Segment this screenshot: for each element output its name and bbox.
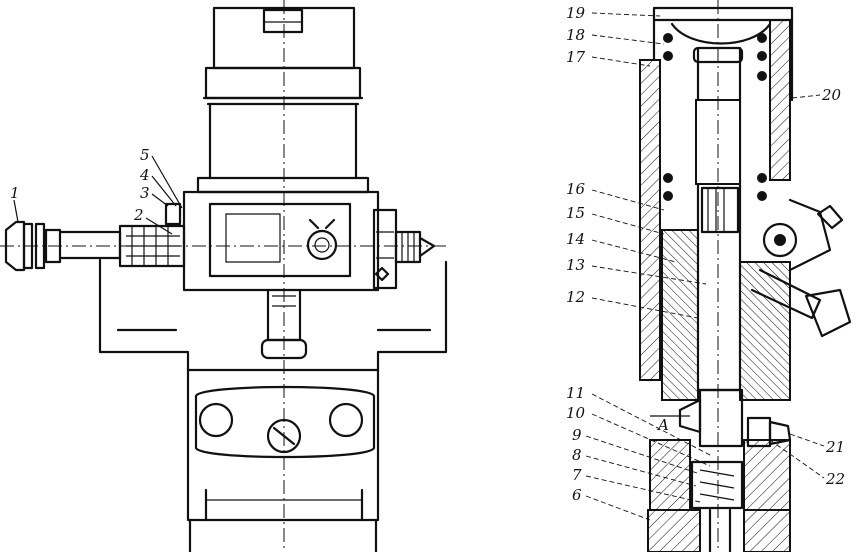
label-16: 16 [566, 180, 586, 198]
label-4: 4 [139, 166, 150, 184]
label-21: 21 [825, 438, 845, 456]
label-2: 2 [133, 206, 144, 224]
label-22: 22 [825, 470, 845, 488]
label-12: 12 [566, 288, 585, 306]
label-7: 7 [572, 466, 582, 484]
label-20: 20 [821, 86, 842, 104]
label-13: 13 [566, 256, 585, 274]
right-sectional-view [639, 0, 852, 552]
label-19: 19 [566, 4, 586, 22]
label-17: 17 [566, 48, 586, 66]
label-6: 6 [572, 486, 582, 504]
left-external-view [0, 0, 450, 552]
spring-coils [663, 33, 767, 201]
label-18: 18 [566, 26, 585, 44]
label-5: 5 [140, 146, 150, 164]
label-10: 10 [566, 404, 586, 422]
label-11: 11 [566, 384, 585, 402]
label-15: 15 [566, 204, 585, 222]
left-callouts: 1 2 3 4 5 [10, 146, 183, 235]
right-callouts: 19 18 17 20 16 15 14 13 12 11 10 9 8 7 6… [566, 4, 845, 521]
label-1: 1 [10, 184, 20, 202]
label-9: 9 [572, 426, 582, 444]
label-8: 8 [572, 446, 582, 464]
label-3: 3 [140, 184, 150, 202]
section-marker-a: A [656, 416, 669, 434]
label-14: 14 [566, 230, 585, 248]
